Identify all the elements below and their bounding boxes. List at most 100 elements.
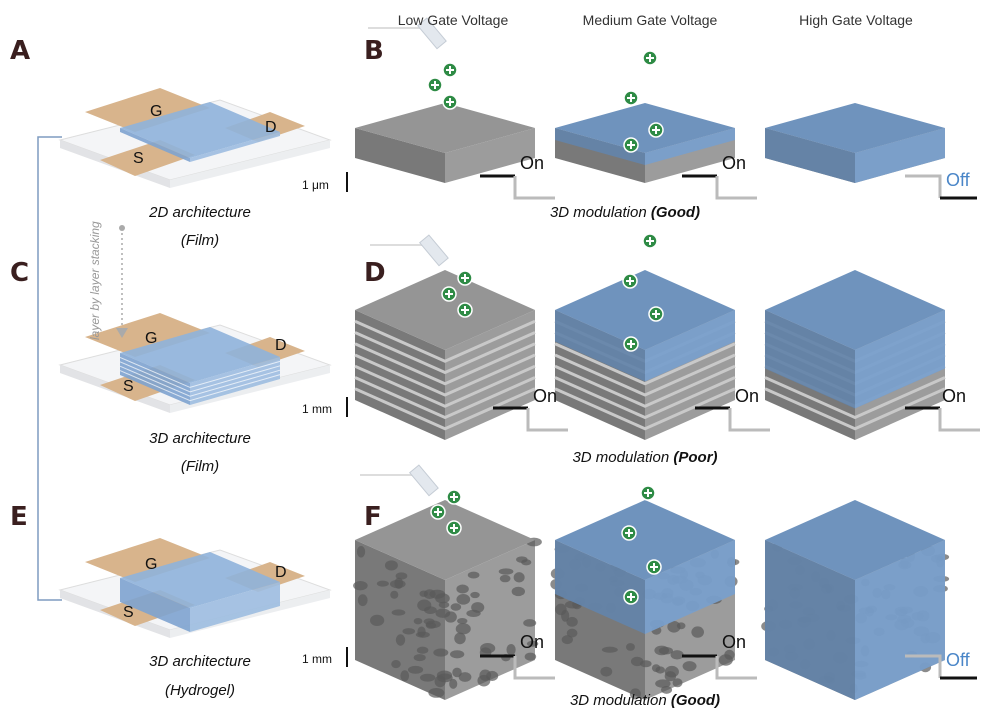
arch-subtitle-2: (Film) xyxy=(181,458,219,475)
state-r2-med: On xyxy=(735,386,759,407)
pore xyxy=(417,627,425,637)
pore xyxy=(454,633,466,645)
off-level-line xyxy=(528,408,568,430)
pore xyxy=(506,644,515,656)
pore xyxy=(414,654,426,661)
pore xyxy=(408,666,423,674)
pore xyxy=(357,546,365,558)
pore xyxy=(435,609,450,618)
pore xyxy=(390,591,398,599)
arch-title-1: 2D architecture xyxy=(149,204,251,221)
header-high-gate: High Gate Voltage xyxy=(799,12,913,28)
pore xyxy=(602,647,618,653)
pore xyxy=(683,661,697,671)
pore xyxy=(626,643,635,651)
caption-text: 3D modulation xyxy=(550,204,651,221)
pore xyxy=(665,671,676,681)
pore xyxy=(691,626,704,637)
pore xyxy=(414,618,423,624)
arch-title-2: 3D architecture xyxy=(149,430,251,447)
off-level-line xyxy=(717,176,757,198)
pore xyxy=(655,666,665,673)
off-level-line xyxy=(940,408,980,430)
gate-pad-label-3: G xyxy=(145,556,157,574)
row3-caption: 3D modulation (Good) xyxy=(570,692,720,709)
pore xyxy=(449,679,457,689)
scale-label-3: 1 mm xyxy=(302,652,332,666)
pipette-icon xyxy=(420,235,448,266)
caption-text: 3D modulation xyxy=(570,692,671,709)
pore xyxy=(433,649,448,657)
stacking-label: layer by layer stacking xyxy=(88,221,102,340)
panel-label-c: C xyxy=(10,258,29,288)
state-r1-med: On xyxy=(722,153,746,174)
pore xyxy=(516,556,527,563)
state-r3-low: On xyxy=(520,632,544,653)
pore xyxy=(486,671,498,681)
gate-pad-label-1: G xyxy=(150,103,162,121)
panel-label-f: F xyxy=(364,502,382,532)
pore xyxy=(500,575,511,582)
pore xyxy=(370,615,384,626)
drain-pad-label-3: D xyxy=(275,564,287,582)
pore xyxy=(358,594,368,606)
state-r1-low: On xyxy=(520,153,544,174)
source-pad-label-3: S xyxy=(123,604,134,622)
pore xyxy=(420,674,435,682)
off-level-line xyxy=(515,176,555,198)
gate-pad-label-2: G xyxy=(145,330,157,348)
pore xyxy=(392,609,406,615)
pore xyxy=(640,660,652,667)
pore xyxy=(400,670,409,681)
pore xyxy=(514,572,525,582)
state-r2-high: On xyxy=(942,386,966,407)
scale-label-1: 1 μm xyxy=(302,178,329,192)
pore xyxy=(523,619,536,627)
panel-label-a: A xyxy=(10,36,30,66)
pore xyxy=(512,587,525,596)
pore xyxy=(428,688,444,698)
pipette-icon xyxy=(410,465,438,496)
pore xyxy=(719,654,733,665)
on-level-line xyxy=(905,176,940,198)
pore xyxy=(671,650,684,659)
pore xyxy=(419,590,427,596)
source-pad-label-1: S xyxy=(133,150,144,168)
pore xyxy=(457,618,467,624)
state-r3-med: On xyxy=(722,632,746,653)
pore xyxy=(499,568,514,574)
caption-quality: (Good) xyxy=(651,204,700,221)
connector-line xyxy=(38,137,62,600)
state-r1-high: Off xyxy=(946,170,970,191)
pore xyxy=(456,594,470,605)
pore xyxy=(426,621,441,629)
drain-pad-label-2: D xyxy=(275,337,287,355)
pore xyxy=(402,628,415,634)
row2-caption: 3D modulation (Poor) xyxy=(572,449,717,466)
pore xyxy=(391,660,401,668)
pore xyxy=(450,650,464,658)
pore xyxy=(567,629,578,638)
state-r2-low: On xyxy=(533,386,557,407)
row1-caption: 3D modulation (Good) xyxy=(550,204,700,221)
pore xyxy=(452,668,462,678)
state-r3-high: Off xyxy=(946,650,970,671)
panel-label-d: D xyxy=(364,258,386,288)
pore xyxy=(424,606,437,614)
pore xyxy=(470,592,479,598)
pore xyxy=(468,572,480,579)
pore xyxy=(456,623,471,634)
panel-label-b: B xyxy=(364,36,384,66)
header-medium-gate: Medium Gate Voltage xyxy=(583,12,718,28)
caption-quality: (Good) xyxy=(671,692,720,709)
pore xyxy=(353,581,368,590)
caption-quality: (Poor) xyxy=(673,449,717,466)
pore xyxy=(377,581,389,587)
pore xyxy=(385,560,398,570)
pore xyxy=(525,653,537,661)
pore xyxy=(396,634,405,645)
arch-subtitle-1: (Film) xyxy=(181,232,219,249)
pore xyxy=(561,610,569,622)
header-low-gate: Low Gate Voltage xyxy=(398,12,509,28)
